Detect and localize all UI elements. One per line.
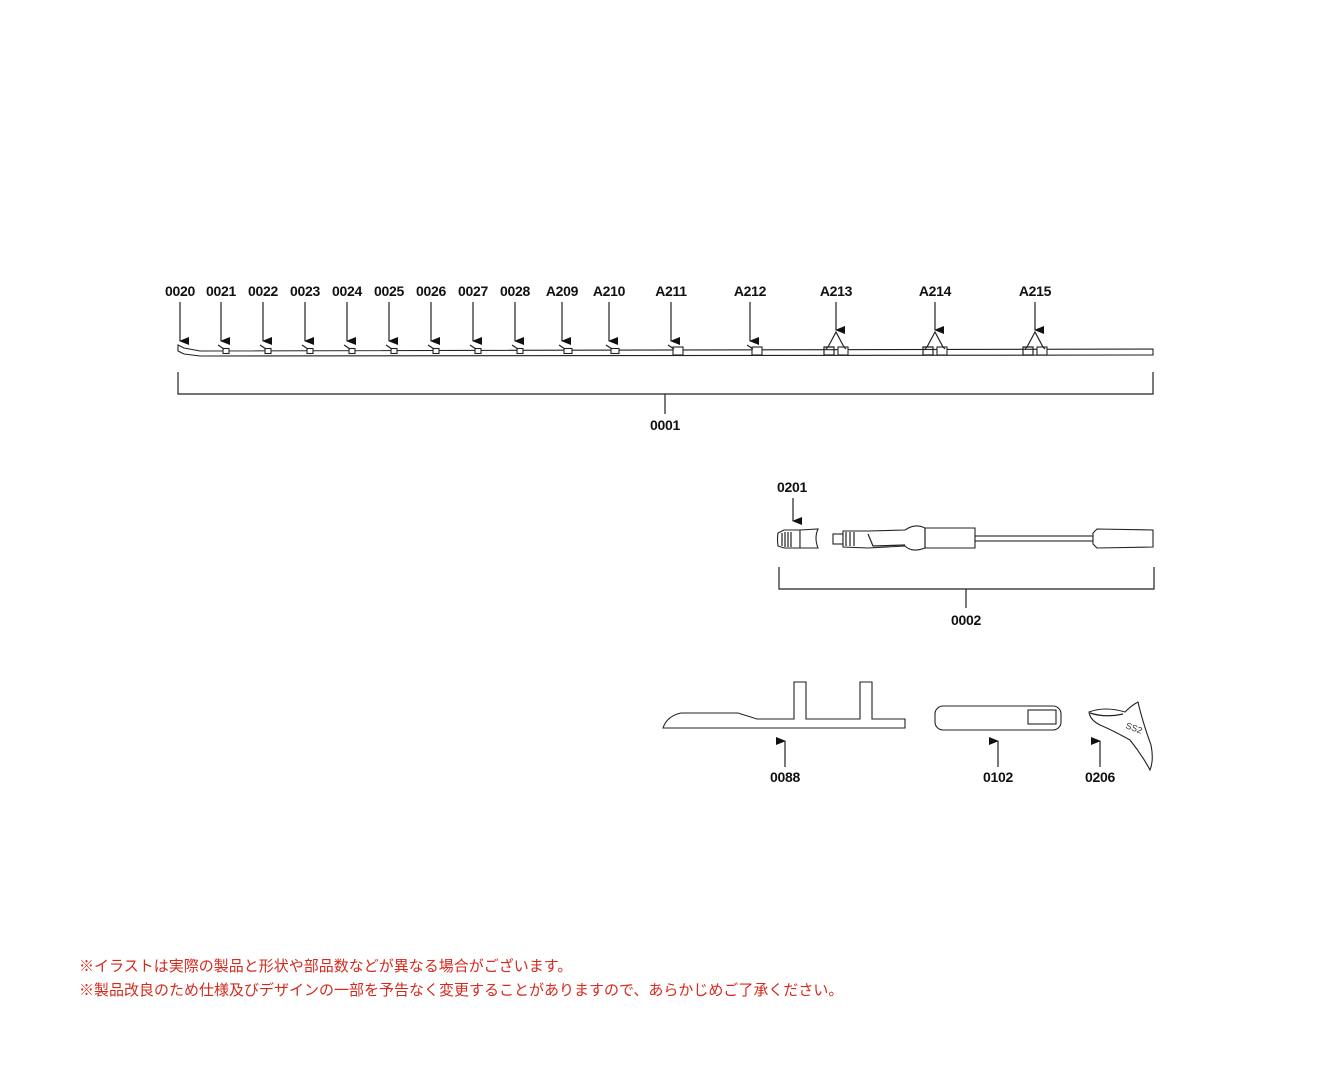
rod-guide-shapes xyxy=(217,330,1048,356)
guide-foot xyxy=(306,347,314,355)
guide-label[interactable]: 0020 xyxy=(165,283,196,299)
guide-label[interactable]: A210 xyxy=(593,283,626,299)
guide-label[interactable]: A213 xyxy=(820,283,853,299)
guide-ring xyxy=(259,344,267,350)
guide-ring xyxy=(427,344,435,350)
guide-label[interactable]: A215 xyxy=(1019,283,1052,299)
guide-label[interactable]: A211 xyxy=(655,283,687,299)
rod-blank xyxy=(177,344,1154,357)
part-label-0102[interactable]: 0102 xyxy=(983,769,1014,785)
guide-foot xyxy=(610,347,620,355)
guide-ring xyxy=(511,344,519,350)
guide-label[interactable]: 0028 xyxy=(500,283,531,299)
guide-ring xyxy=(1022,330,1046,356)
guide-foot xyxy=(432,347,440,355)
part-0088-shape xyxy=(662,681,906,729)
guide-ring xyxy=(385,344,393,350)
guide-foot xyxy=(1036,346,1048,356)
guide-ring xyxy=(667,344,675,350)
guide-ring xyxy=(746,344,754,350)
guide-label[interactable]: 0021 xyxy=(206,283,237,299)
guide-foot xyxy=(751,346,763,356)
guide-label[interactable]: 0022 xyxy=(248,283,279,299)
guide-ring xyxy=(558,344,566,350)
guide-foot xyxy=(516,347,524,355)
disclaimer-spec-change: ※製品改良のため仕様及びデザインの一部を予告なく変更することがありますので、あら… xyxy=(79,982,844,999)
part-label-0001[interactable]: 0001 xyxy=(650,417,681,433)
guide-label[interactable]: A214 xyxy=(919,283,952,299)
guide-ring xyxy=(301,344,309,350)
guide-foot xyxy=(936,346,948,356)
part-label-0206[interactable]: 0206 xyxy=(1085,769,1116,785)
guide-foot xyxy=(222,347,230,355)
disclaimer-illustration: ※イラストは実際の製品と形状や部品数などが異なる場合がございます。 xyxy=(79,958,573,975)
butt-cap-0201 xyxy=(776,528,819,549)
guide-foot xyxy=(563,347,573,355)
guide-ring xyxy=(469,344,477,350)
guide-labels: 0020 0021 0022 0023 0024 0025 0026 0027 0028 A209… xyxy=(165,283,1052,345)
part-0206-shape: SS2 xyxy=(1088,701,1153,772)
guide-ring xyxy=(605,344,613,350)
guide-ring xyxy=(343,344,351,350)
part-label-0088[interactable]: 0088 xyxy=(770,769,801,785)
guide-label[interactable]: 0026 xyxy=(416,283,447,299)
bracket-0001 xyxy=(177,372,1154,414)
guide-label[interactable]: 0027 xyxy=(458,283,489,299)
guide-foot xyxy=(672,346,684,356)
guide-label[interactable]: A212 xyxy=(734,283,767,299)
part-0102-shape xyxy=(934,705,1062,731)
guide-ring xyxy=(217,344,225,350)
guide-label[interactable]: 0025 xyxy=(374,283,405,299)
guide-foot xyxy=(837,346,849,356)
bracket-0002 xyxy=(778,567,1155,608)
guide-foot xyxy=(264,347,272,355)
guide-ring xyxy=(922,330,946,356)
guide-label[interactable]: A209 xyxy=(546,283,579,299)
part-label-0201[interactable]: 0201 xyxy=(777,479,808,495)
guide-label[interactable]: 0024 xyxy=(332,283,363,299)
guide-label[interactable]: 0023 xyxy=(290,283,321,299)
guide-foot xyxy=(474,347,482,355)
guide-foot xyxy=(348,347,356,355)
guide-foot xyxy=(390,347,398,355)
guide-ring xyxy=(823,330,847,356)
part-label-0002[interactable]: 0002 xyxy=(951,612,982,628)
handle-assembly xyxy=(832,525,1154,551)
